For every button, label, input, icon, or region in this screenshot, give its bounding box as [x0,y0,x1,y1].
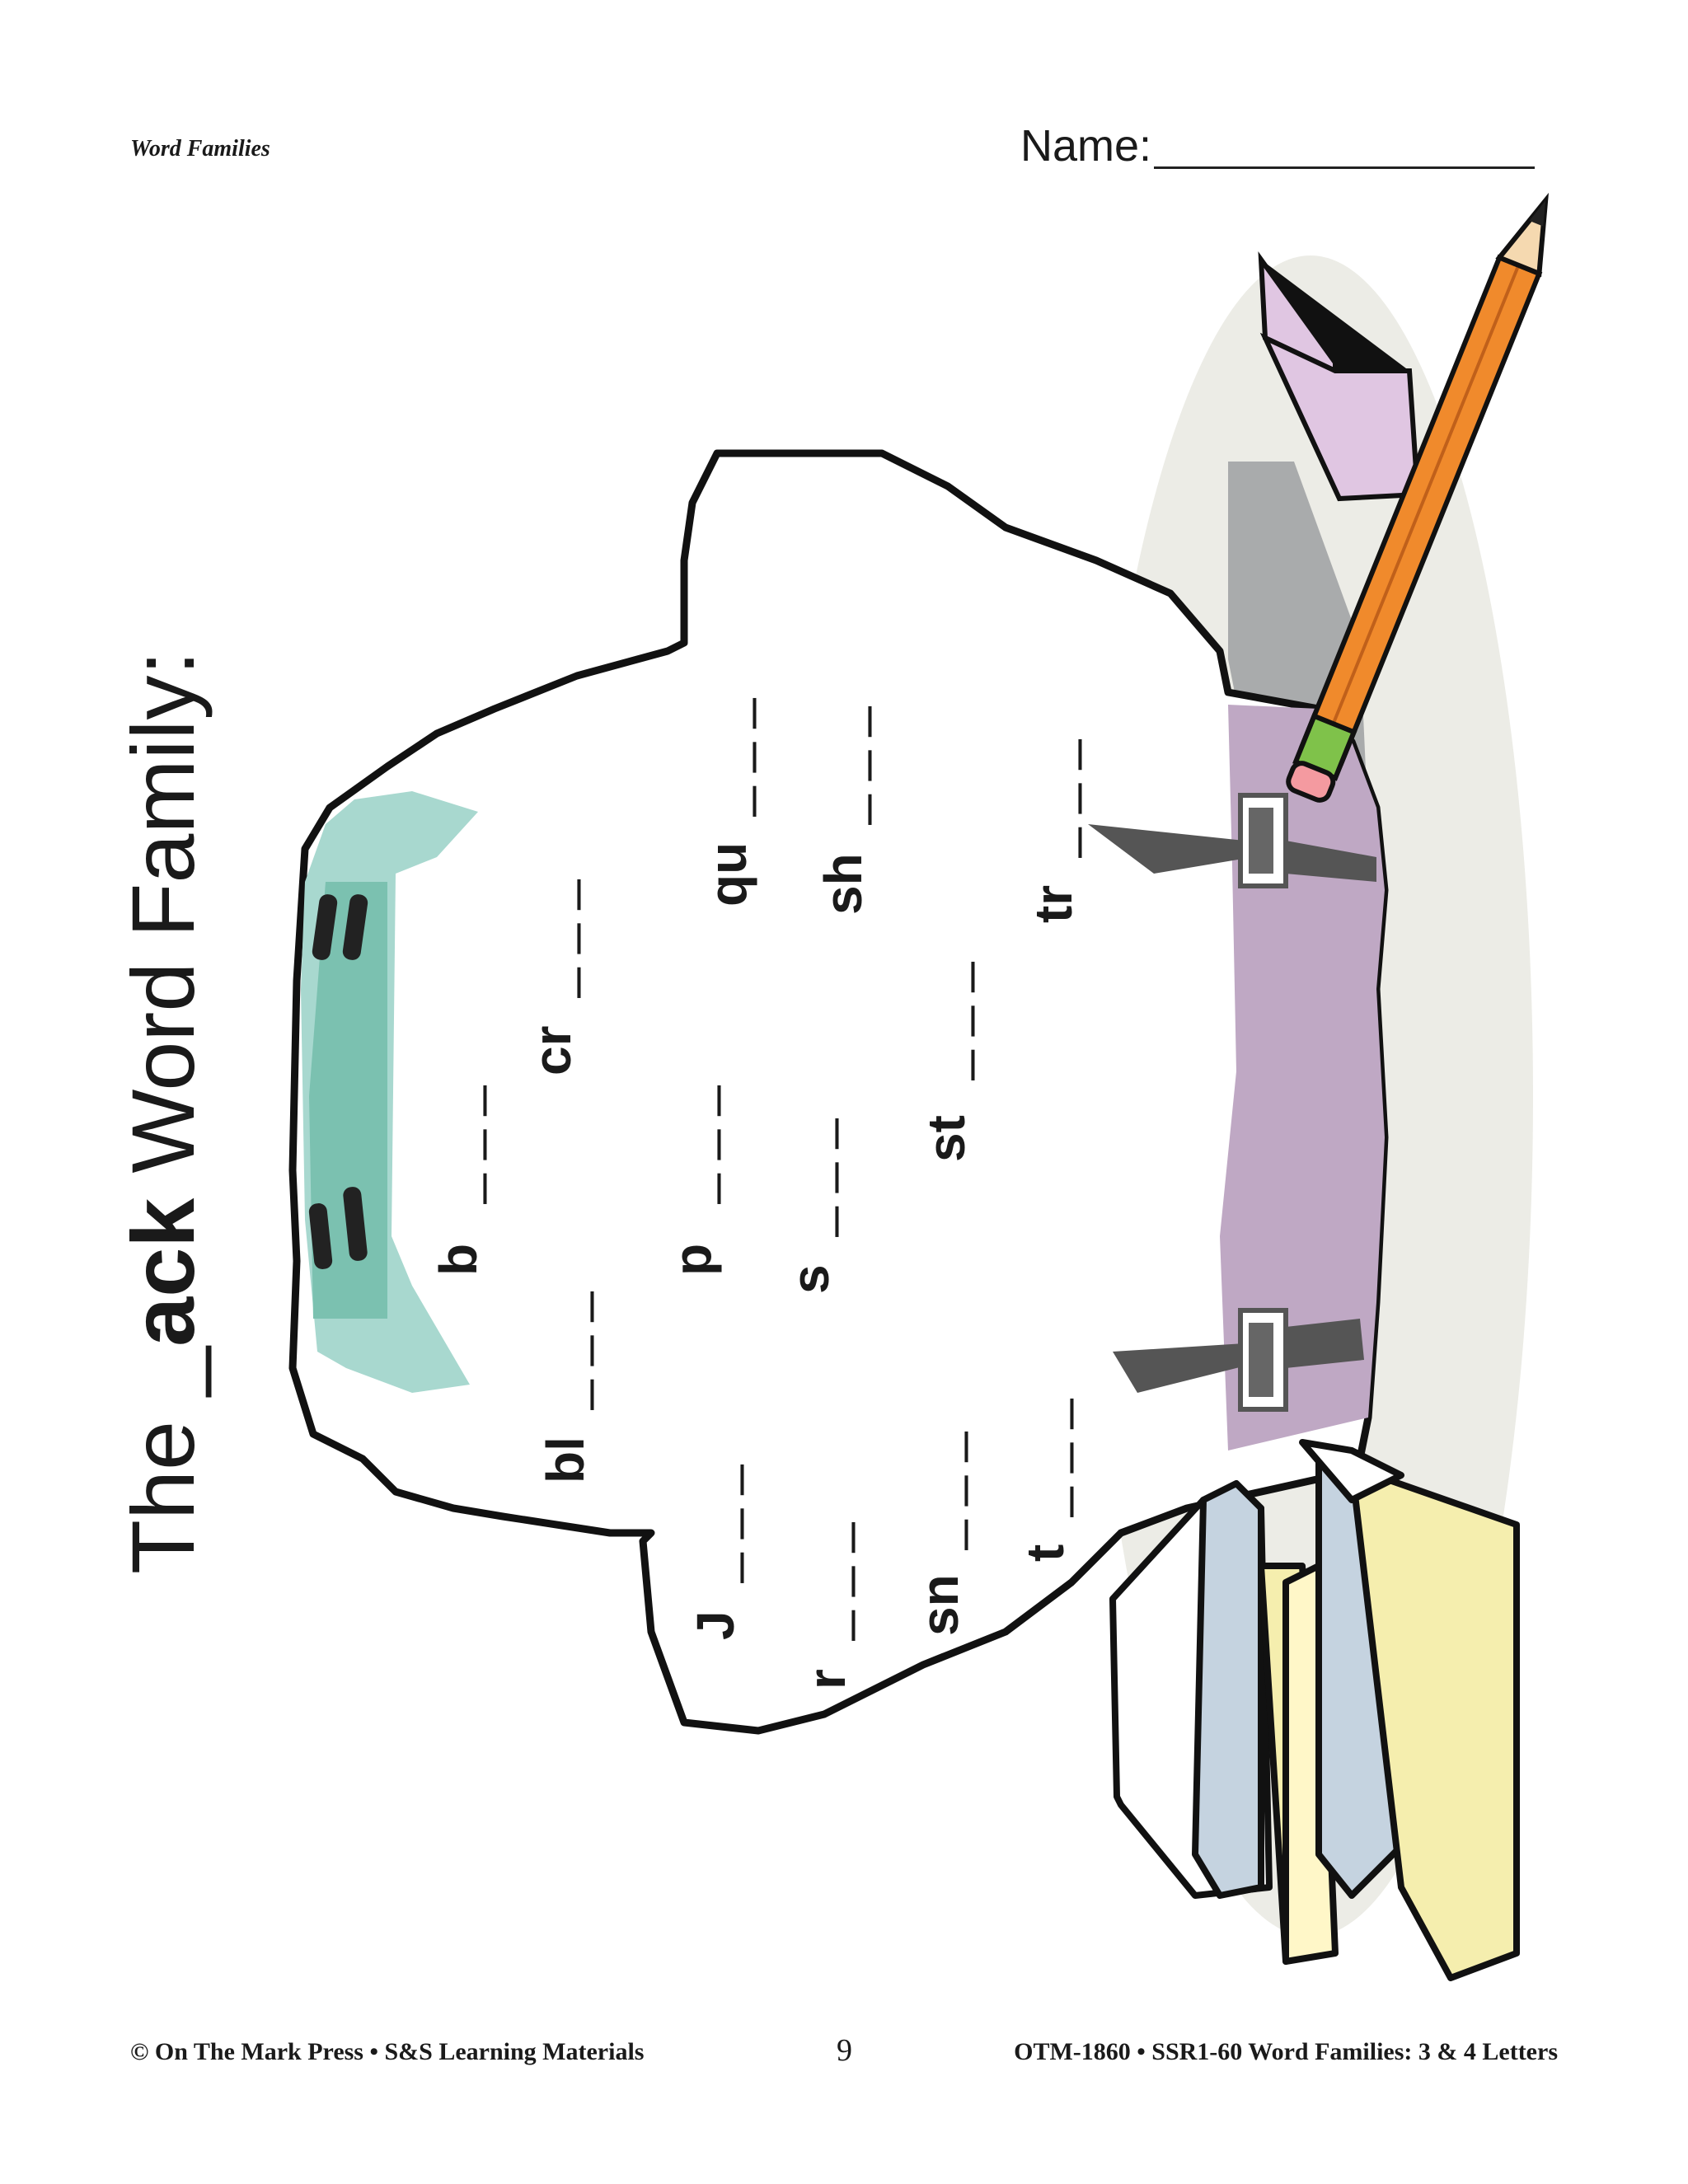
footer-publisher: © On The Mark Press • S&S Learning Mater… [130,2038,645,2065]
blank-sn[interactable]: _ _ _ [910,1431,969,1550]
footer-page-number: 9 [837,2033,852,2068]
onset-s: s [781,1264,840,1294]
name-input-line[interactable] [1154,166,1535,169]
blank-sh[interactable]: _ _ _ [814,705,873,825]
backpack-bottom-band [1220,705,1385,1451]
onset-sn: sn [910,1574,969,1636]
pencil-illustration [1286,192,1549,803]
blank-st[interactable]: _ _ _ [917,961,976,1080]
blank-r[interactable]: _ _ _ [797,1521,856,1641]
blank-cr[interactable]: _ _ _ [523,879,582,998]
backpack-straps [1088,793,1376,1412]
header-subject: Word Families [130,136,270,162]
onset-bl: bl [536,1436,595,1483]
footer-product-code: OTM-1860 • SSR1-60 Word Families: 3 & 4 … [1014,2038,1558,2065]
blank-t[interactable]: _ _ _ [1015,1398,1075,1517]
books-illustration [1109,1439,1520,1981]
onset-p: p [663,1244,722,1276]
backpack-top-window-inner [309,882,387,1319]
blank-b[interactable]: _ _ _ [429,1085,488,1204]
worksheet-title: The _ack Word Family: [113,651,213,1574]
blank-qu[interactable]: _ _ _ [698,697,757,817]
onset-cr: cr [523,1026,582,1076]
onset-tr: tr [1024,885,1083,923]
word-rows: b _ _ _ bl _ _ _ cr _ _ _ J _ _ _ p _ _ … [429,697,1083,1690]
blank-bl[interactable]: _ _ _ [536,1291,595,1410]
onset-t: t [1015,1544,1075,1562]
onset-qu: qu [698,842,757,907]
blank-s[interactable]: _ _ _ [781,1118,840,1237]
onset-st: st [917,1115,976,1162]
onset-b: b [429,1244,488,1276]
blank-tr[interactable]: _ _ _ [1024,738,1083,858]
zipper-pulls [308,894,368,1269]
blank-J[interactable]: _ _ _ [686,1464,745,1583]
blank-p[interactable]: _ _ _ [663,1085,722,1204]
onset-J: J [686,1610,745,1640]
eraser-illustration [1258,251,1421,502]
onset-sh: sh [814,853,873,915]
name-label: Name: [1020,121,1152,171]
onset-r: r [797,1669,856,1690]
